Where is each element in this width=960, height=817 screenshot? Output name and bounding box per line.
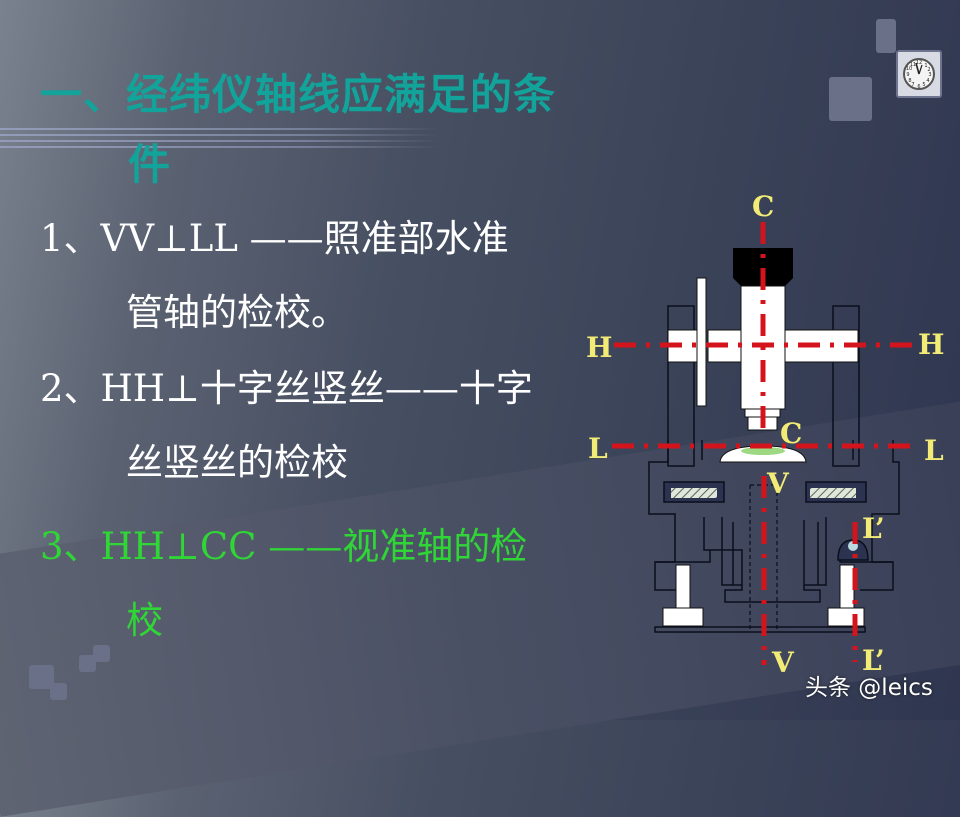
- label-l-prime-top: L’: [862, 512, 885, 545]
- label-c-mid: C: [780, 417, 802, 450]
- item-1-line-2: 管轴的检校。: [126, 291, 348, 334]
- svg-text:2: 2: [927, 67, 930, 73]
- decor-square: [829, 77, 872, 121]
- vertical-circle: [696, 277, 707, 407]
- label-l-left: L: [588, 432, 608, 465]
- plate-level-bubble: [741, 447, 785, 455]
- label-l-prime-bottom: L’: [862, 644, 885, 677]
- hatch-right: [810, 488, 856, 498]
- spindle-dashed: [749, 484, 778, 632]
- label-h-left: H: [586, 331, 612, 364]
- condition-item-2: 2、HH⊥十字丝竖丝——十字 丝竖丝的检校: [40, 352, 533, 500]
- svg-text:11: 11: [910, 62, 916, 68]
- svg-text:3: 3: [928, 72, 931, 78]
- decor-square: [876, 19, 896, 53]
- svg-text:5: 5: [922, 82, 925, 88]
- decor-square: [29, 665, 54, 689]
- label-v-top: V: [766, 467, 790, 500]
- footscrew-right: [839, 564, 855, 611]
- title-line-1: 一、经纬仪轴线应满足的条: [40, 70, 557, 119]
- svg-text:9: 9: [906, 72, 909, 78]
- svg-text:7: 7: [911, 82, 914, 88]
- label-v-bottom: V: [771, 646, 795, 679]
- item-3-line-2: 校: [126, 599, 163, 642]
- footscrew-right-base: [827, 607, 865, 627]
- svg-text:10: 10: [906, 66, 912, 72]
- item-3-line-1: 3、HH⊥CC ——视准轴的检: [40, 525, 528, 568]
- decor-square: [93, 645, 110, 662]
- label-c-top: C: [752, 190, 774, 223]
- slide-title: 一、经纬仪轴线应满足的条 件: [40, 60, 556, 200]
- title-line-2: 件: [128, 140, 172, 189]
- base-outline: [648, 440, 900, 603]
- decor-square: [79, 655, 96, 672]
- svg-text:6: 6: [917, 84, 920, 90]
- item-2-line-2: 丝竖丝的检校: [126, 441, 348, 484]
- label-l-right: L: [924, 434, 944, 467]
- label-h-right: H: [918, 328, 944, 361]
- svg-text:1: 1: [924, 63, 927, 69]
- condition-item-3: 3、HH⊥CC ——视准轴的检 校: [40, 510, 527, 658]
- telescope-eyepiece: [733, 248, 793, 286]
- item-1-line-1: 1、VV⊥LL ——照准部水准: [40, 217, 509, 260]
- footscrew-left-base: [662, 607, 704, 627]
- svg-text:4: 4: [926, 78, 929, 84]
- base-plate: [654, 626, 866, 633]
- svg-text:8: 8: [908, 78, 911, 84]
- footscrew-left: [675, 564, 691, 611]
- watermark: 头条 @leics: [805, 675, 933, 701]
- theodolite-axis-diagram: C H H C L L V L’ V L’: [586, 190, 944, 679]
- decor-square: [50, 683, 67, 700]
- standard-left: [667, 305, 695, 467]
- condition-item-1: 1、VV⊥LL ——照准部水准 管轴的检校。: [40, 202, 509, 350]
- standard-right: [832, 305, 860, 467]
- hatch-left: [671, 488, 717, 498]
- svg-text:12: 12: [916, 60, 922, 66]
- axis-lines: [612, 222, 915, 665]
- decorative-lines: [0, 128, 440, 154]
- item-2-line-1: 2、HH⊥十字丝竖丝——十字: [40, 367, 533, 410]
